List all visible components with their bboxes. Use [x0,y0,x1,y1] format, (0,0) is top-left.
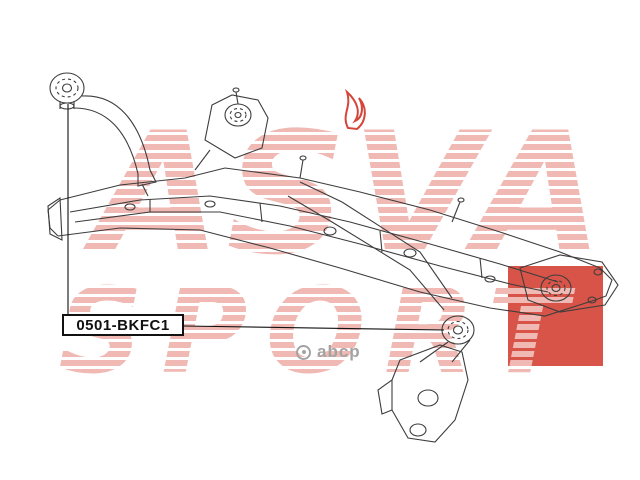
flame-icon [344,88,366,131]
bushing-top-left [49,72,85,110]
crossmember-body [47,155,613,317]
abcp-logo-text: abcp [317,342,361,361]
watermark-text-asva: ASVA [81,96,608,292]
abcp-logo: abcp [296,342,361,362]
bracket-top-center [194,87,269,171]
callout-lines [67,104,445,331]
bushing-right [519,254,619,313]
watermark: ASVA SPORT [58,88,608,400]
subframe-linework [47,72,619,443]
abcp-logo-icon [296,344,311,360]
part-number-label: 0501-BKFC1 [62,314,184,336]
stabilizer-bar [73,95,157,197]
